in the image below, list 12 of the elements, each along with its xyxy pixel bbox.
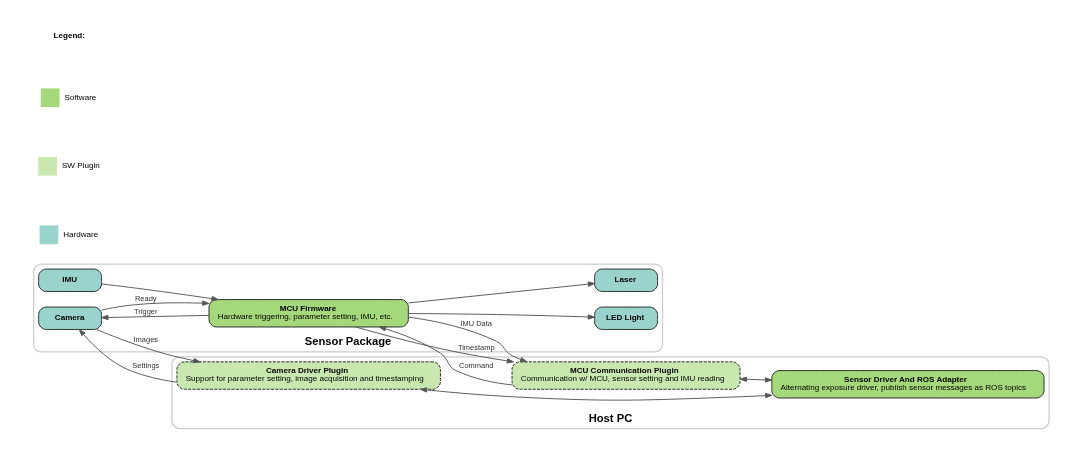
arrow [355, 326, 514, 364]
arrow [96, 329, 201, 364]
arrow [78, 329, 178, 383]
arrow [101, 283, 219, 302]
arrow [419, 387, 773, 401]
arrow [407, 313, 595, 320]
arrow [408, 316, 528, 363]
arrow [101, 300, 210, 311]
arrow [101, 314, 210, 321]
arrow [378, 326, 513, 386]
arrow [739, 376, 773, 383]
arrow [408, 281, 595, 304]
